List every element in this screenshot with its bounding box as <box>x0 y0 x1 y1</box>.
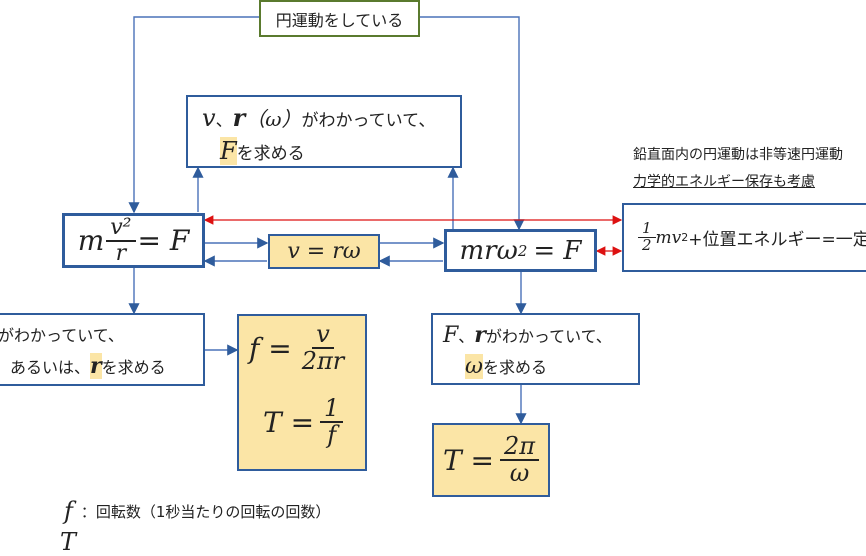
eq-t2-frac: 2π ω <box>500 433 540 487</box>
eq-f-num: v <box>312 321 334 350</box>
eq-f-frac: v 2πr <box>298 321 349 376</box>
eq-t-den: f <box>327 421 337 450</box>
connector-lines <box>128 16 623 425</box>
box-left-line2-pre: 、あるいは、 <box>0 358 91 377</box>
eq-t2-num: 2π <box>500 433 540 461</box>
eq-right-rhs: = F <box>533 235 582 266</box>
eq-t2-den: ω <box>509 459 530 487</box>
eq-period-omega: T = 2π ω <box>432 423 550 497</box>
box-left-known: がわかっていて、 、あるいは、rを求める <box>0 313 205 386</box>
eq-f-den: 2πr <box>301 347 345 376</box>
footnote-text: ：回転数（1秒当たりの回転の回数） <box>80 502 331 521</box>
footnote-partial: T <box>60 528 77 556</box>
energy-sup: 2 <box>681 231 689 244</box>
energy-text: +位置エネルギー=一定 <box>688 230 866 250</box>
line-top-to-left <box>128 16 260 214</box>
box-vr-text1: がわかっていて、 <box>301 111 436 131</box>
eq-left-num: v² <box>106 216 136 242</box>
eq-left-den: r <box>115 240 127 266</box>
eq-left-m: m <box>77 224 105 257</box>
energy-num: 1 <box>638 220 656 238</box>
eq-centripetal-v: m v² r = F <box>62 213 205 268</box>
energy-frac: 1 2 <box>638 220 656 254</box>
symbol-r2: r <box>474 322 486 348</box>
eq-center-text: v = rω <box>287 239 361 264</box>
note-line1: 鉛直面内の円運動は非等速円運動 <box>633 147 843 163</box>
eq-left-rhs: = F <box>137 224 190 257</box>
symbol-omega-highlight: ω <box>465 354 483 379</box>
box-vr-known: v、r（ω）がわかっていて、 Fを求める <box>186 95 462 168</box>
top-label-box: 円運動をしている <box>259 0 420 37</box>
eq-f-lhs: f = <box>249 331 292 365</box>
symbol-F2: F <box>443 323 459 348</box>
symbol-r-highlight: r <box>90 353 102 379</box>
box-Fr-known: F、rがわかっていて、 ωを求める <box>431 313 640 385</box>
eq-t-frac: 1 f <box>320 395 344 450</box>
sep2: 、 <box>458 327 475 346</box>
top-label: 円運動をしている <box>275 10 404 30</box>
symbol-v: v <box>202 104 216 132</box>
line-top-to-right <box>419 16 525 231</box>
eq-right-lhs: mrω <box>459 235 518 266</box>
footnote: f ：回転数（1秒当たりの回転の回数） <box>64 497 330 525</box>
eq-left-frac: v² r <box>106 216 136 266</box>
eq-frequency-period: f = v 2πr T = 1 f <box>237 314 367 471</box>
box-left-line1: がわかっていて、 <box>0 326 124 345</box>
symbol-r: r <box>232 103 246 132</box>
eq-v-equals-romega: v = rω <box>268 234 380 269</box>
symbol-omega: （ω） <box>245 107 302 131</box>
energy-term: mv <box>655 227 682 248</box>
eq-t2-lhs: T = <box>442 443 494 477</box>
box-fr-text2: を求める <box>482 358 547 377</box>
eq-t-num: 1 <box>320 395 344 424</box>
eq-right-sup: 2 <box>517 241 528 260</box>
sep: 、 <box>215 111 233 131</box>
box-fr-text1: がわかっていて、 <box>485 327 612 346</box>
symbol-F: F <box>220 137 237 165</box>
eq-t-lhs: T = <box>263 405 315 439</box>
box-vr-text2: を求める <box>236 144 305 164</box>
footnote-symbol: f <box>64 497 73 525</box>
energy-den: 2 <box>642 236 652 254</box>
note-line2: 力学的エネルギー保存も考慮 <box>633 174 815 190</box>
box-left-line2-post: を求める <box>101 358 166 377</box>
